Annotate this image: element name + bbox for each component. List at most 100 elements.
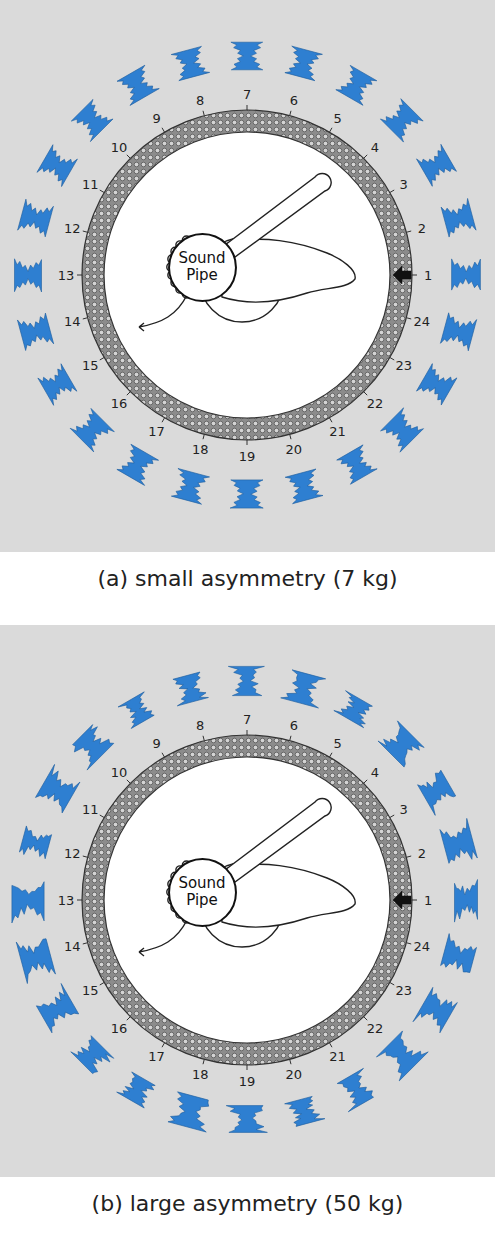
vibration-pattern — [37, 364, 77, 406]
vibration-pattern — [70, 408, 114, 452]
vibration-pattern — [33, 984, 80, 1033]
position-number: 23 — [396, 984, 413, 997]
position-number: 11 — [82, 803, 99, 816]
position-number: 4 — [371, 141, 379, 154]
position-number: 12 — [64, 222, 81, 235]
tick-mark — [83, 943, 88, 944]
tick-mark — [330, 753, 333, 757]
tick-mark — [247, 105, 248, 110]
vibration-pattern — [281, 669, 327, 708]
tick-mark — [364, 1017, 368, 1021]
vibration-pattern — [333, 1068, 378, 1111]
panel-illustration — [0, 0, 495, 552]
vibration-pattern — [170, 672, 208, 706]
tick-mark — [247, 1065, 248, 1070]
position-number: 14 — [64, 940, 81, 953]
tick-mark — [77, 900, 82, 901]
position-number: 14 — [64, 315, 81, 328]
tick-mark — [364, 155, 368, 159]
tick-mark — [406, 943, 411, 944]
position-number: 6 — [290, 94, 298, 107]
tick-mark — [247, 440, 248, 445]
position-number: 1 — [424, 269, 432, 282]
bell-ring — [93, 746, 401, 1054]
vibration-pattern — [334, 691, 375, 728]
tick-mark — [203, 1059, 204, 1064]
vibration-pattern — [18, 199, 54, 238]
vibration-pattern — [71, 1034, 114, 1077]
tick-mark — [290, 1059, 291, 1064]
ring-outline — [82, 110, 412, 440]
vibration-pattern — [413, 987, 458, 1036]
position-number: 12 — [64, 847, 81, 860]
vibration-pattern — [337, 445, 378, 484]
tick-mark — [390, 815, 394, 818]
position-number: 18 — [192, 443, 209, 456]
strike-arrow — [393, 891, 411, 909]
position-number: 21 — [329, 1050, 346, 1063]
vibration-pattern — [35, 764, 81, 812]
vibration-pattern — [230, 480, 263, 508]
node-label: Sound Pipe — [176, 250, 228, 285]
ring-outline — [82, 735, 412, 1065]
tick-mark — [127, 1017, 131, 1021]
tick-mark — [162, 753, 165, 757]
position-number: 24 — [414, 940, 431, 953]
position-number: 3 — [400, 178, 408, 191]
vibration-pattern — [231, 42, 263, 70]
position-number: 5 — [333, 737, 341, 750]
vibration-pattern — [452, 259, 481, 290]
position-number: 11 — [82, 178, 99, 191]
vibration-pattern — [378, 721, 424, 767]
vibration-pattern — [285, 46, 323, 81]
tick-mark — [412, 900, 417, 901]
position-number: 3 — [400, 803, 408, 816]
ring-inner — [104, 757, 390, 1043]
sound-pipe-circle: Sound Pipe — [168, 858, 237, 927]
tick-mark — [83, 318, 88, 319]
tick-mark — [100, 815, 104, 818]
vibration-pattern — [439, 818, 477, 865]
vibration-pattern — [417, 364, 457, 406]
ring-inner — [104, 132, 390, 418]
position-number: 15 — [82, 984, 99, 997]
position-number: 15 — [82, 359, 99, 372]
tick-mark — [83, 856, 88, 857]
tick-mark — [412, 275, 417, 276]
tick-mark — [330, 418, 333, 422]
tick-mark — [330, 1043, 333, 1047]
vibration-pattern — [116, 65, 159, 106]
vibration-pattern — [37, 145, 78, 187]
position-number: 10 — [111, 766, 128, 779]
tick-mark — [127, 780, 131, 784]
position-number: 1 — [424, 894, 432, 907]
vibration-pattern — [118, 692, 157, 729]
position-number: 22 — [367, 1022, 384, 1035]
tick-mark — [127, 392, 131, 396]
position-number: 20 — [286, 1068, 303, 1081]
tick-mark — [203, 434, 204, 439]
position-number: 23 — [396, 359, 413, 372]
position-number: 4 — [371, 766, 379, 779]
tick-mark — [364, 392, 368, 396]
bell-ring — [93, 121, 401, 429]
vibration-pattern — [380, 99, 423, 142]
position-number: 19 — [239, 450, 256, 463]
vibration-pattern — [226, 1106, 267, 1133]
vibration-pattern — [171, 46, 209, 81]
position-number: 8 — [196, 719, 204, 732]
vibration-pattern — [15, 259, 42, 292]
vibration-pattern — [376, 1029, 428, 1081]
tick-mark — [100, 983, 104, 986]
position-number: 21 — [329, 425, 346, 438]
position-number: 13 — [58, 269, 75, 282]
position-number: 7 — [243, 88, 251, 101]
tick-mark — [162, 1043, 165, 1047]
position-number: 17 — [148, 425, 165, 438]
panel-caption: (b) large asymmetry (50 kg) — [0, 1191, 495, 1216]
position-number: 9 — [152, 737, 160, 750]
vibration-pattern — [117, 1070, 157, 1108]
position-number: 20 — [286, 443, 303, 456]
tick-mark — [83, 231, 88, 232]
panel-background: 123456789101112131415161718192021222324S… — [0, 0, 495, 552]
